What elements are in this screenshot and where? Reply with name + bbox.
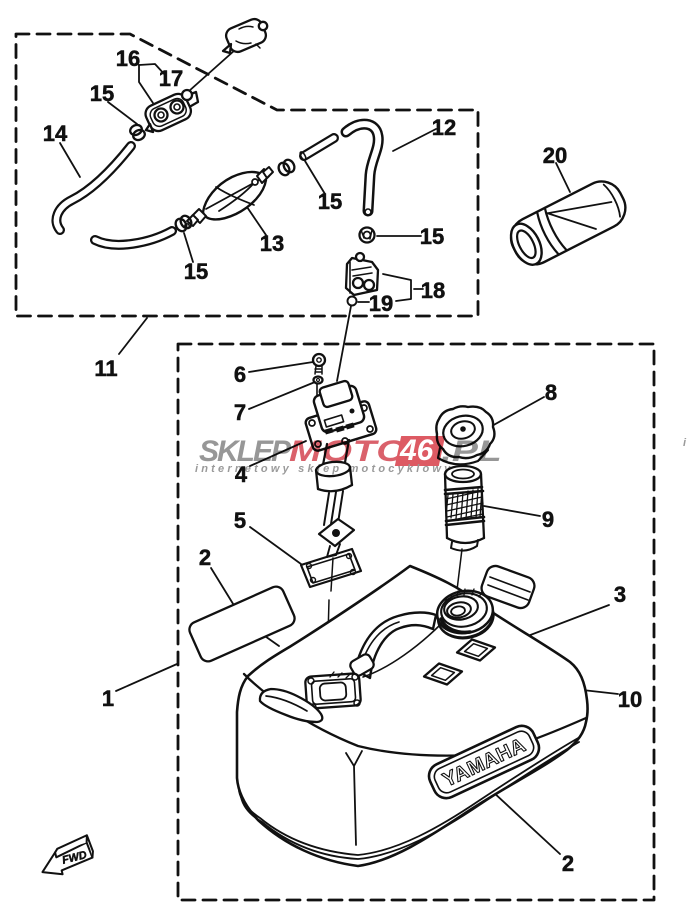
svg-text:2: 2 (199, 545, 211, 570)
svg-text:7: 7 (234, 400, 246, 425)
svg-text:17: 17 (159, 66, 183, 91)
svg-text:4: 4 (235, 462, 248, 487)
svg-text:8: 8 (545, 380, 557, 405)
svg-text:15: 15 (318, 189, 342, 214)
svg-text:10: 10 (618, 687, 642, 712)
svg-text:14: 14 (43, 121, 68, 146)
svg-text:20: 20 (543, 143, 567, 168)
svg-text:1: 1 (102, 686, 114, 711)
svg-text:12: 12 (432, 115, 456, 140)
svg-text:9: 9 (542, 507, 554, 532)
svg-text:15: 15 (184, 259, 208, 284)
svg-text:5: 5 (234, 508, 246, 533)
svg-text:18: 18 (421, 278, 445, 303)
svg-text:13: 13 (260, 231, 284, 256)
svg-text:3: 3 (614, 582, 626, 607)
svg-text:11: 11 (94, 356, 117, 381)
svg-text:16: 16 (116, 46, 140, 71)
svg-text:19: 19 (369, 291, 393, 316)
svg-text:2: 2 (562, 851, 574, 876)
svg-text:15: 15 (420, 224, 444, 249)
svg-text:6: 6 (234, 362, 246, 387)
svg-text:15: 15 (90, 81, 114, 106)
